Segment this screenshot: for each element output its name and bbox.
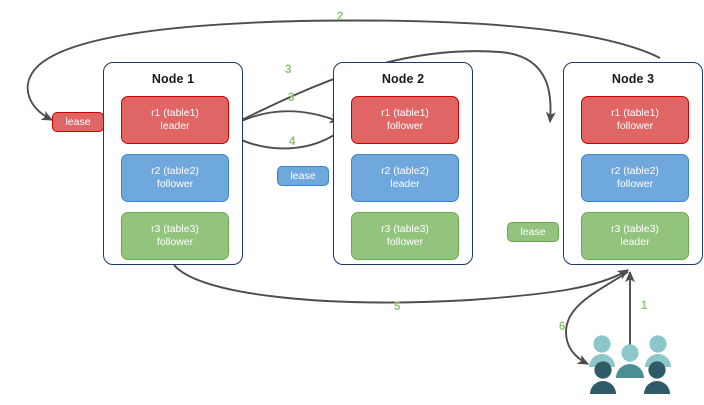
node-3-title: Node 3 [611, 72, 655, 86]
arrow-step-3-short [227, 110, 342, 129]
arrow-step-2 [26, 19, 661, 121]
node-2-replica-r2-line2: leader [390, 178, 420, 190]
node-2[interactable]: Node 2 r1 (table1) follower r2 (table2) … [333, 62, 473, 265]
node-1-replica-r1[interactable]: r1 (table1) leader [121, 96, 229, 144]
node-1-replica-r3-line1: r3 (table3) [151, 222, 199, 235]
users-icon [589, 335, 671, 394]
node-2-replica-r3-line2: follower [386, 236, 424, 248]
node-2-title: Node 2 [381, 72, 425, 86]
node-2-replica-r3-line1: r3 (table3) [381, 222, 429, 235]
node-2-replica-r2[interactable]: r2 (table2) leader [351, 154, 459, 202]
step-label-1: 1 [641, 300, 648, 312]
node-2-replica-r3[interactable]: r3 (table3) follower [351, 212, 459, 260]
node-3-replica-r3[interactable]: r3 (table3) leader [581, 212, 689, 260]
node-3[interactable]: Node 3 r1 (table1) follower r2 (table2) … [563, 62, 703, 265]
node-3-replica-r3-line2: leader [620, 236, 650, 248]
arrow-step-4 [229, 127, 345, 150]
node-1-replica-r2[interactable]: r2 (table2) follower [121, 154, 229, 202]
node-3-replica-r1-line1: r1 (table1) [611, 106, 659, 119]
arrow-step-3-long [226, 50, 556, 128]
node-1-title: Node 1 [151, 72, 195, 86]
node-1[interactable]: Node 1 r1 (table1) leader r2 (table2) fo… [103, 62, 243, 265]
node-2-replica-r2-line1: r2 (table2) [381, 164, 429, 177]
arrow-step-6 [565, 271, 629, 365]
lease-chip-blue[interactable]: lease [277, 166, 329, 186]
node-2-replica-r1-line2: follower [386, 120, 424, 132]
node-3-replica-r2[interactable]: r2 (table2) follower [581, 154, 689, 202]
step-label-4: 4 [289, 136, 296, 148]
node-2-replica-r1[interactable]: r1 (table1) follower [351, 96, 459, 144]
step-label-3a: 3 [285, 64, 292, 76]
node-1-replica-r3[interactable]: r3 (table3) follower [121, 212, 229, 260]
step-label-6: 6 [559, 321, 566, 333]
arrow-step-5 [173, 264, 630, 304]
node-3-replica-r2-line2: follower [616, 178, 654, 190]
node-1-replica-r1-line1: r1 (table1) [151, 106, 199, 119]
node-1-replica-r1-line2: leader [160, 120, 190, 132]
node-3-replica-r1[interactable]: r1 (table1) follower [581, 96, 689, 144]
lease-chip-green[interactable]: lease [507, 222, 559, 242]
node-3-replica-r1-line2: follower [616, 120, 654, 132]
node-3-replica-r2-line1: r2 (table2) [611, 164, 659, 177]
node-1-replica-r3-line2: follower [156, 236, 194, 248]
step-label-2: 2 [337, 11, 344, 23]
step-label-5: 5 [394, 301, 401, 313]
node-3-replica-r3-line1: r3 (table3) [611, 222, 659, 235]
lease-chip-red[interactable]: lease [52, 112, 104, 132]
node-1-replica-r2-line1: r2 (table2) [151, 164, 199, 177]
step-label-3b: 3 [288, 92, 295, 104]
node-2-replica-r1-line1: r1 (table1) [381, 106, 429, 119]
node-1-replica-r2-line2: follower [156, 178, 194, 190]
